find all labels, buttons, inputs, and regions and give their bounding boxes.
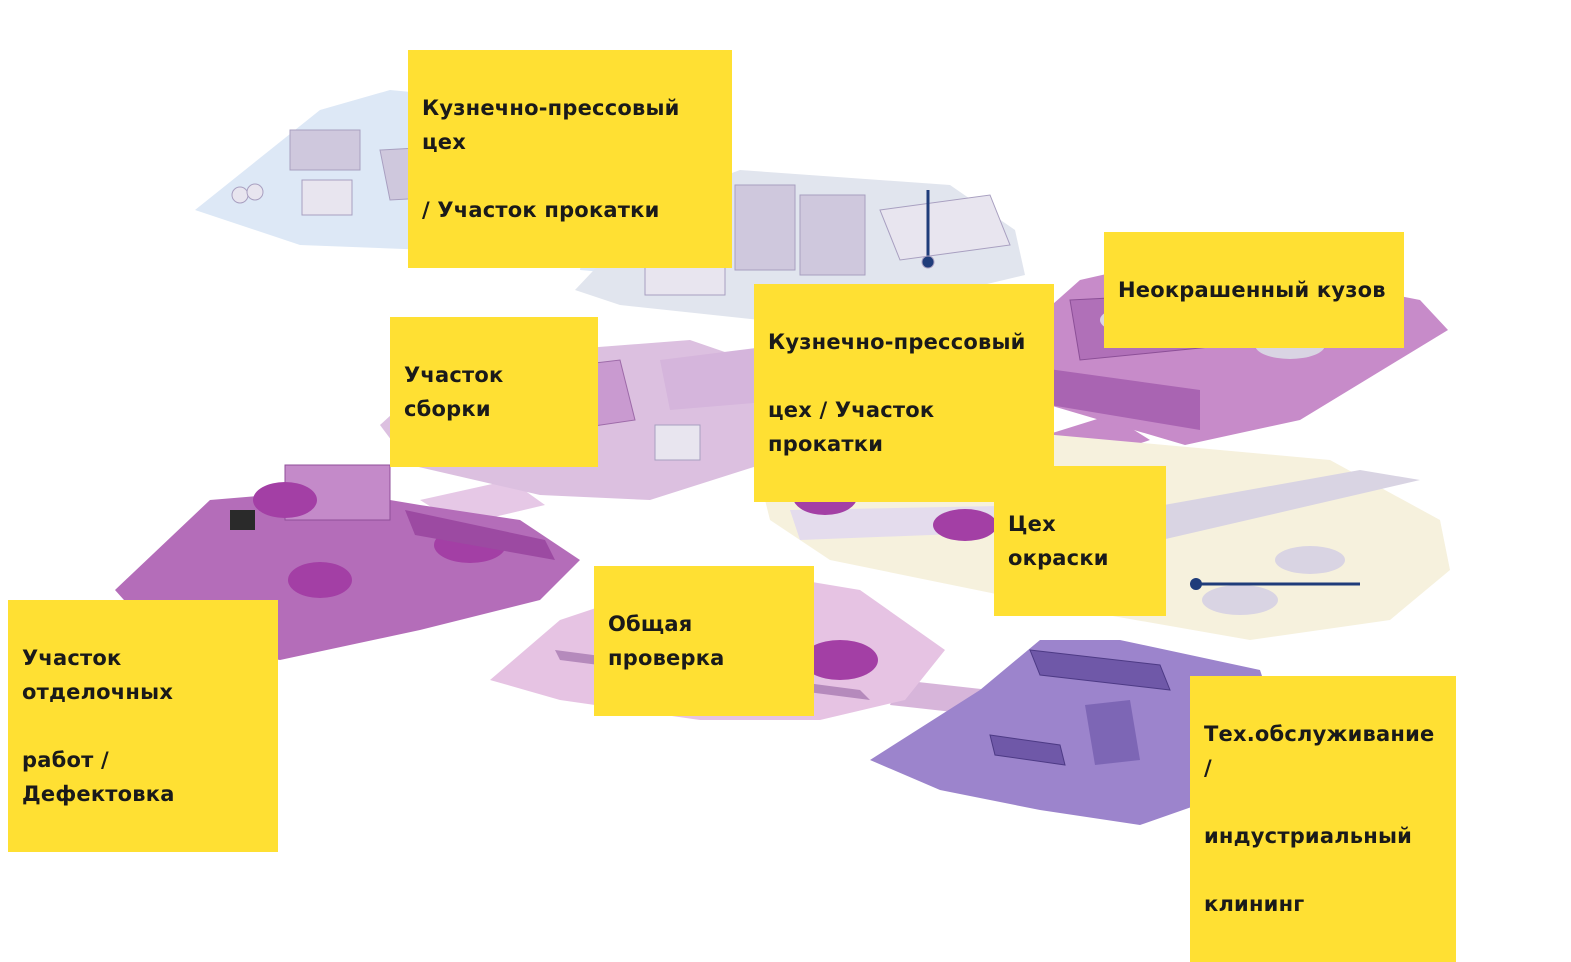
zone-label-line: Цех окраски (1008, 512, 1109, 570)
zone-label-line: Кузнечно-прессовый цех (422, 96, 680, 154)
forklift (654, 424, 701, 461)
conveyor-table (644, 264, 726, 296)
zone-label-line: Неокрашенный кузов (1118, 278, 1386, 302)
zone-label-line: / Участок прокатки (422, 198, 660, 222)
zone-label-paint: Цех окраски (994, 466, 1166, 616)
position-marker-dot (1190, 578, 1202, 590)
zone-label-line: индустриальный (1204, 824, 1413, 848)
zone-label-inspection: Общая проверка (594, 566, 814, 716)
zone-label-body-in-white: Неокрашенный кузов (1104, 232, 1404, 348)
forklift (301, 179, 353, 216)
zone-label-line: Кузнечно-прессовый (768, 330, 1026, 354)
press-machine (734, 184, 796, 271)
zone-label-press-2: Кузнечно-прессовый цех / Участок прокатк… (754, 284, 1054, 502)
zone-label-press-1: Кузнечно-прессовый цех / Участок прокатк… (408, 50, 732, 268)
zone-label-line: работ / Дефектовка (22, 748, 175, 806)
zone-label-assembly: Участок сборки (390, 317, 598, 467)
car (288, 562, 352, 598)
machines-finishing (230, 464, 555, 598)
car-body (1275, 546, 1345, 574)
zone-label-line: цех / Участок прокатки (768, 398, 935, 456)
robot-arm (1085, 700, 1140, 765)
zone-label-finishing: Участок отделочных работ / Дефектовка (8, 600, 278, 852)
press-machine (289, 129, 361, 171)
workbench (1029, 649, 1171, 691)
zone-label-line: клининг (1204, 892, 1305, 916)
pipe-stack (246, 183, 264, 201)
zone-label-line: Участок сборки (404, 363, 504, 421)
zone-floor-maintenance (870, 640, 1280, 825)
zone-label-maintenance: Тех.обслуживание / индустриальный клинин… (1190, 676, 1456, 962)
press-machine (799, 194, 866, 276)
workbench (989, 734, 1066, 766)
position-marker-dot (921, 255, 935, 269)
body-wall (1020, 365, 1200, 430)
pipe-stack (231, 186, 249, 204)
inspection-ramp (405, 510, 555, 560)
car (253, 482, 317, 518)
car-body (1202, 585, 1278, 615)
zone-label-line: Участок отделочных (22, 646, 174, 704)
zone-label-line: Тех.обслуживание / (1204, 722, 1435, 780)
robot-cell (879, 194, 1011, 261)
car (802, 640, 878, 680)
machines-maintenance (989, 649, 1171, 766)
tyre-stack (230, 510, 255, 530)
car (933, 509, 997, 541)
zone-label-line: Общая проверка (608, 612, 725, 670)
